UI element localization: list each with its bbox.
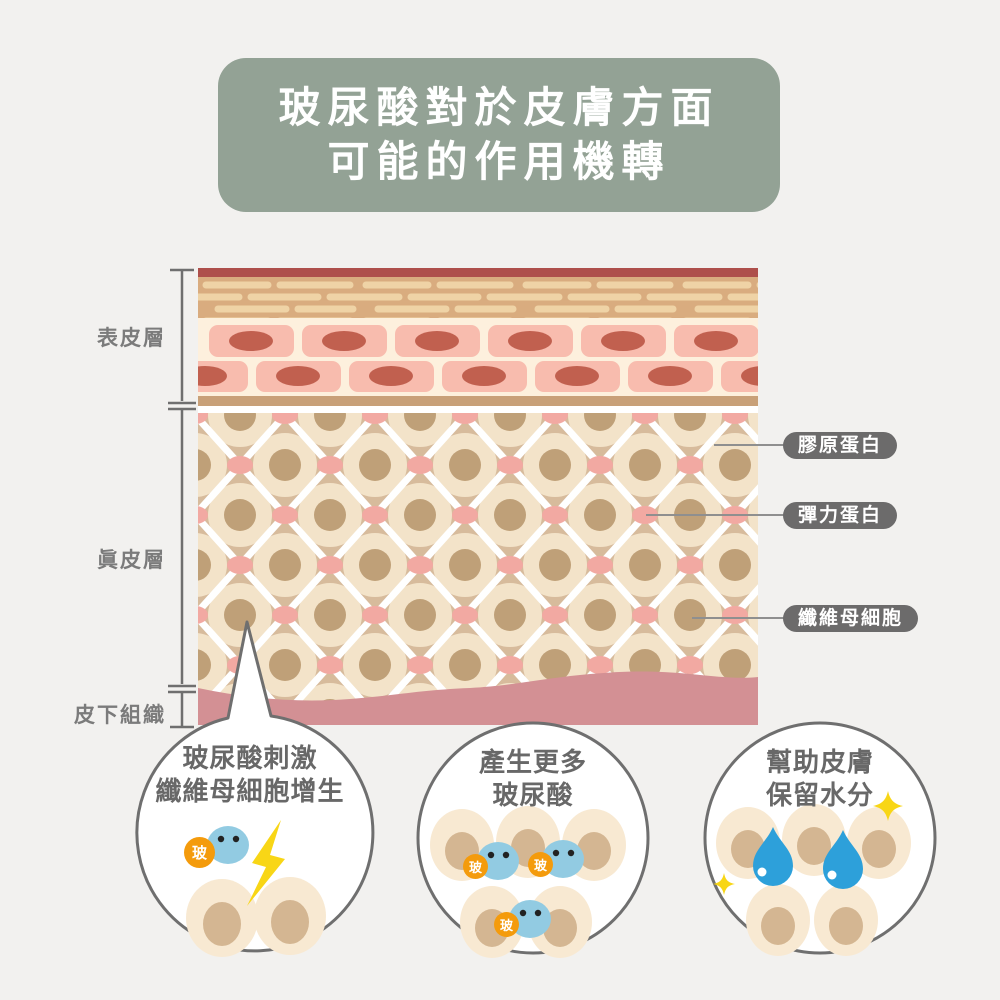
- stratum-corneum: [198, 277, 758, 318]
- layer-brackets: [168, 268, 196, 729]
- lightning-icon: [247, 820, 285, 906]
- ha-molecule-icons: [477, 840, 584, 938]
- bubble-1-text: 玻尿酸刺激 纖維母細胞增生: [132, 743, 368, 809]
- label-subcutaneous: 皮下組織: [74, 703, 166, 727]
- epidermis-surface-strip: [198, 268, 758, 277]
- annotation-elastin: 彈力蛋白: [783, 502, 898, 529]
- bubble-2-text: 產生更多 玻尿酸: [415, 747, 651, 813]
- label-epidermis: 表皮層: [97, 326, 166, 350]
- bubble-1-graphic: [135, 620, 375, 957]
- water-drop-icons: [753, 827, 863, 889]
- ha-badge: 玻: [463, 854, 488, 879]
- bubble-3-text: 幫助皮膚 保留水分: [702, 747, 938, 813]
- basement-membrane: [198, 396, 758, 406]
- subcutaneous-layer: [198, 671, 758, 725]
- ha-badge: 玻: [528, 852, 553, 877]
- ha-molecule-icon: [207, 826, 249, 864]
- bubble-3-graphic: [703, 721, 937, 956]
- annotation-leader-lines: [646, 444, 784, 619]
- sparkle-icons: [713, 791, 903, 895]
- fibroblast-cells: [186, 877, 326, 957]
- bubble-1-line-2: 纖維母細胞增生: [155, 777, 345, 807]
- annotation-fibroblast: 纖維母細胞: [783, 605, 919, 632]
- bubble-2-graphic: [416, 721, 650, 958]
- epidermis-layer: [198, 268, 758, 413]
- title-line-1: 玻尿酸對於皮膚方面: [278, 83, 720, 132]
- bubble-3-line-2: 保留水分: [765, 781, 874, 811]
- label-dermis: 眞皮層: [97, 548, 166, 572]
- title-line-2: 可能的作用機轉: [327, 137, 671, 186]
- ha-badge: 玻: [494, 912, 519, 937]
- title-banner: 玻尿酸對於皮膚方面 可能的作用機轉: [218, 58, 780, 212]
- bubble-1-line-1: 玻尿酸刺激: [182, 744, 318, 774]
- bubble-3-line-1: 幫助皮膚: [765, 748, 874, 778]
- fibroblast-cells: [716, 804, 911, 956]
- annotation-collagen: 膠原蛋白: [783, 432, 898, 459]
- bubble-2-line-1: 產生更多: [478, 748, 587, 778]
- ha-badge: 玻: [184, 837, 215, 868]
- epidermis-cells: [198, 325, 758, 392]
- bubble-2-line-2: 玻尿酸: [492, 781, 574, 811]
